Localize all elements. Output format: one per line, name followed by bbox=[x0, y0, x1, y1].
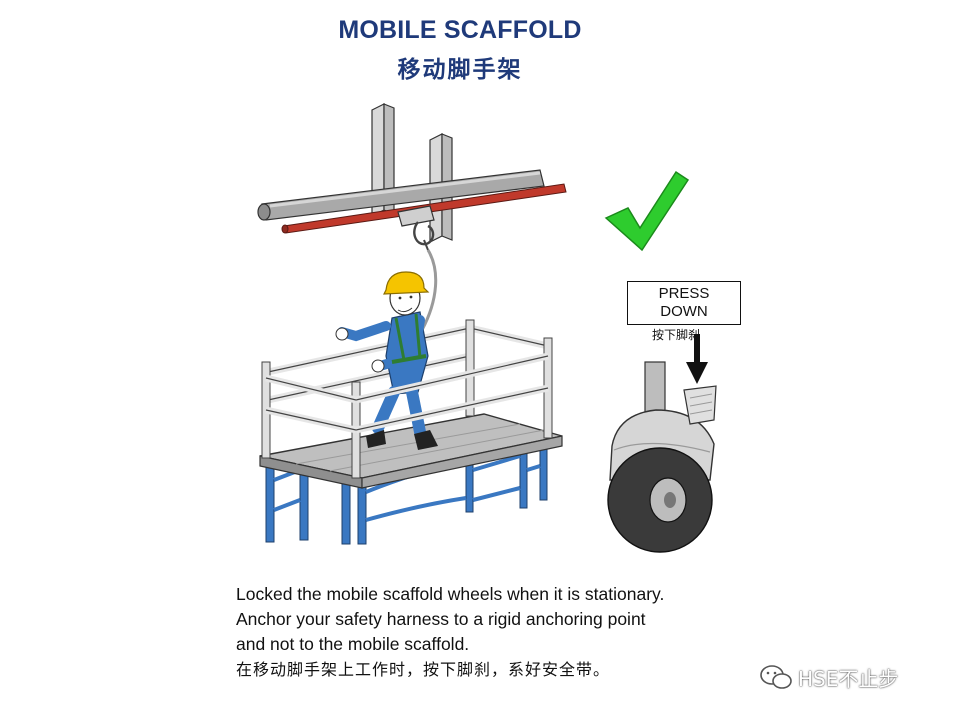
brake-pedal bbox=[683, 385, 717, 425]
check-mark-icon bbox=[604, 170, 690, 252]
scaffold-deck bbox=[259, 413, 563, 489]
page-subtitle: 移动脚手架 bbox=[397, 57, 523, 83]
caption-line-2: Anchor your safety harness to a rigid an… bbox=[236, 609, 646, 629]
front-guardrails bbox=[265, 352, 549, 434]
press-down-sign: PRESS DOWN bbox=[627, 281, 741, 325]
hard-hat-icon bbox=[383, 271, 430, 295]
watermark: HSE不止步 bbox=[758, 664, 899, 691]
press-label: PRESS bbox=[658, 285, 710, 302]
guardrails bbox=[267, 324, 549, 404]
caption-line-3: and not to the mobile scaffold. bbox=[236, 634, 470, 654]
arrow-down-icon bbox=[686, 334, 708, 384]
caption-zh: 在移动脚手架上工作时，按下脚刹，系好安全带。 bbox=[236, 660, 611, 679]
watermark-text: HSE不止步 bbox=[798, 666, 899, 691]
grey-pipe bbox=[257, 169, 545, 221]
worker-figure bbox=[335, 271, 438, 450]
page-title: MOBILE SCAFFOLD bbox=[338, 16, 582, 44]
caption-block: Locked the mobile scaffold wheels when i… bbox=[236, 582, 796, 682]
caster-wheel bbox=[607, 361, 717, 553]
caption-line-1: Locked the mobile scaffold wheels when i… bbox=[236, 584, 665, 604]
press-down-zh: 按下脚刹 bbox=[652, 328, 701, 342]
beam-clamp bbox=[397, 205, 435, 251]
wechat-icon bbox=[760, 665, 792, 689]
down-label: DOWN bbox=[660, 303, 708, 320]
